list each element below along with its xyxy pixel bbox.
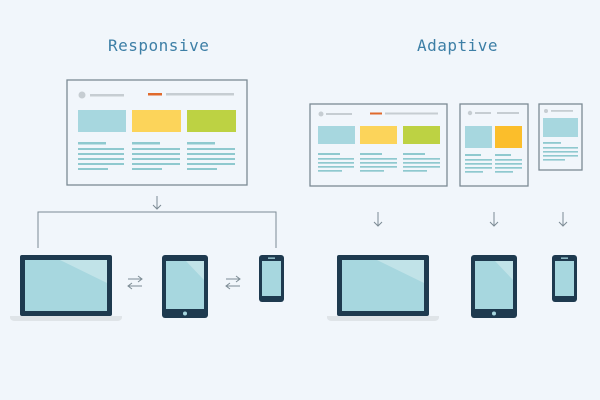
tablet-home-button bbox=[183, 311, 187, 316]
tablet-screen bbox=[166, 261, 204, 309]
nav-line bbox=[166, 93, 234, 96]
adaptive-heading: Adaptive bbox=[417, 36, 499, 55]
adaptive-layout-small bbox=[538, 103, 583, 171]
swap-arrows-icon bbox=[225, 275, 241, 290]
tablet-screen bbox=[475, 261, 513, 309]
adaptive-laptop bbox=[327, 255, 439, 321]
phone-screen bbox=[555, 261, 574, 296]
content-block-green bbox=[187, 110, 236, 132]
down-arrow-icon bbox=[373, 212, 383, 227]
content-block-yellow bbox=[132, 110, 181, 132]
adaptive-layout-medium bbox=[459, 103, 529, 187]
content-block-blue bbox=[78, 110, 126, 132]
phone-speaker bbox=[561, 257, 568, 259]
adaptive-phone bbox=[552, 255, 577, 302]
down-arrow-icon bbox=[489, 212, 499, 227]
responsive-tablet bbox=[162, 255, 208, 318]
text-lines bbox=[78, 142, 235, 170]
layout-frame bbox=[66, 79, 248, 186]
laptop-base bbox=[327, 316, 439, 321]
responsive-laptop bbox=[10, 255, 122, 321]
responsive-phone bbox=[259, 255, 284, 302]
adaptive-tablet bbox=[471, 255, 517, 318]
laptop-screen bbox=[25, 260, 107, 311]
laptop-screen bbox=[342, 260, 424, 311]
tablet-home-button bbox=[492, 311, 496, 316]
nav-active-line bbox=[148, 93, 162, 96]
header-line bbox=[90, 94, 124, 97]
phone-speaker bbox=[268, 257, 275, 259]
responsive-layout-mockup bbox=[66, 79, 248, 186]
swap-arrows-icon bbox=[127, 275, 143, 290]
layout-frame bbox=[309, 103, 448, 187]
responsive-heading: Responsive bbox=[108, 36, 210, 55]
logo-dot bbox=[78, 91, 86, 99]
down-arrow-icon bbox=[558, 212, 568, 227]
down-arrow-icon bbox=[152, 196, 162, 210]
laptop-base bbox=[10, 316, 122, 321]
phone-screen bbox=[262, 261, 281, 296]
adaptive-layout-large bbox=[309, 103, 448, 187]
connector-bracket bbox=[37, 211, 277, 248]
